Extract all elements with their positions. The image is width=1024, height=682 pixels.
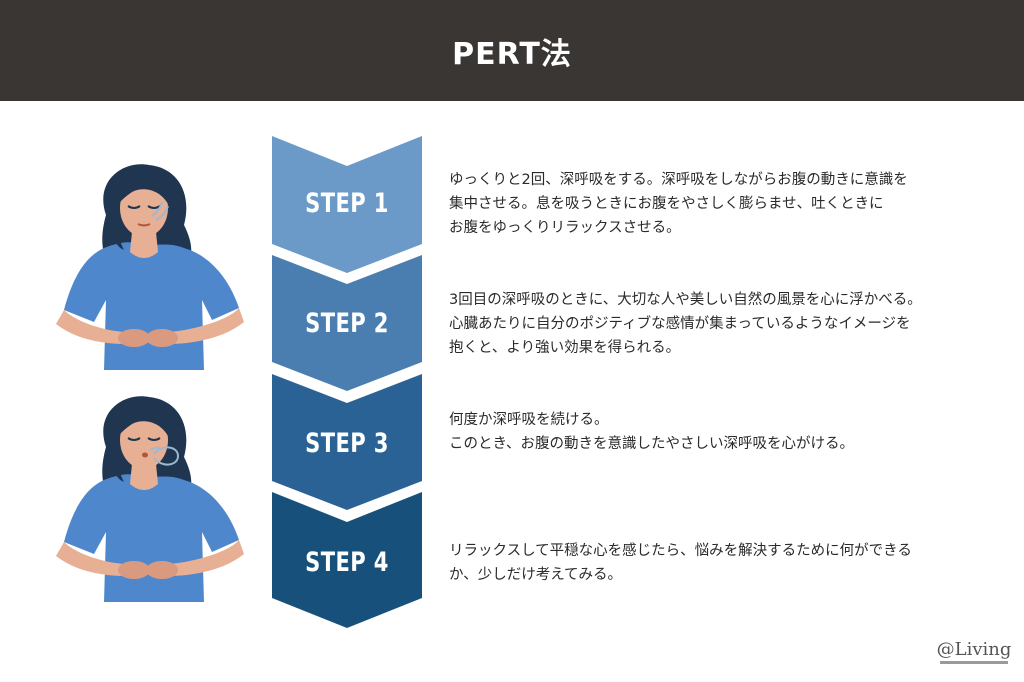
step-1-chevron — [272, 136, 422, 273]
step-2-description: 3回目の深呼吸のときに、大切な人や美しい自然の風景を心に浮かべる。 心臓あたりに… — [449, 292, 922, 356]
step-1-label: STEP 1 — [305, 188, 389, 219]
step-4-description: リラックスして平穏な心を感じたら、悩みを解決するために何ができる か、少しだけ考… — [449, 543, 912, 583]
step-1-description: ゆっくりと2回、深呼吸をする。深呼吸をしながらお腹の動きに意識を 集中させる。息… — [449, 172, 908, 236]
step-2-label: STEP 2 — [305, 308, 389, 339]
woman-inhaling-illustration — [56, 164, 244, 370]
living-logo: @Living — [934, 640, 1014, 670]
logo-brand: @Living — [936, 639, 1012, 660]
step-3-description: 何度か深呼吸を続ける。 このとき、お腹の動きを意識したやさしい深呼吸を心がける。 — [449, 412, 854, 452]
step-2-chevron — [272, 255, 422, 391]
header-bar: PERT法 — [0, 0, 1024, 101]
step-3-chevron — [272, 374, 422, 510]
step-3-label: STEP 3 — [305, 428, 389, 459]
step-4-label: STEP 4 — [305, 547, 389, 578]
woman-exhaling-illustration — [56, 396, 244, 602]
logo-tagline — [940, 661, 1008, 664]
step-4-chevron — [272, 492, 422, 628]
page-title: PERT法 — [452, 36, 572, 72]
step-chevrons — [272, 136, 422, 628]
